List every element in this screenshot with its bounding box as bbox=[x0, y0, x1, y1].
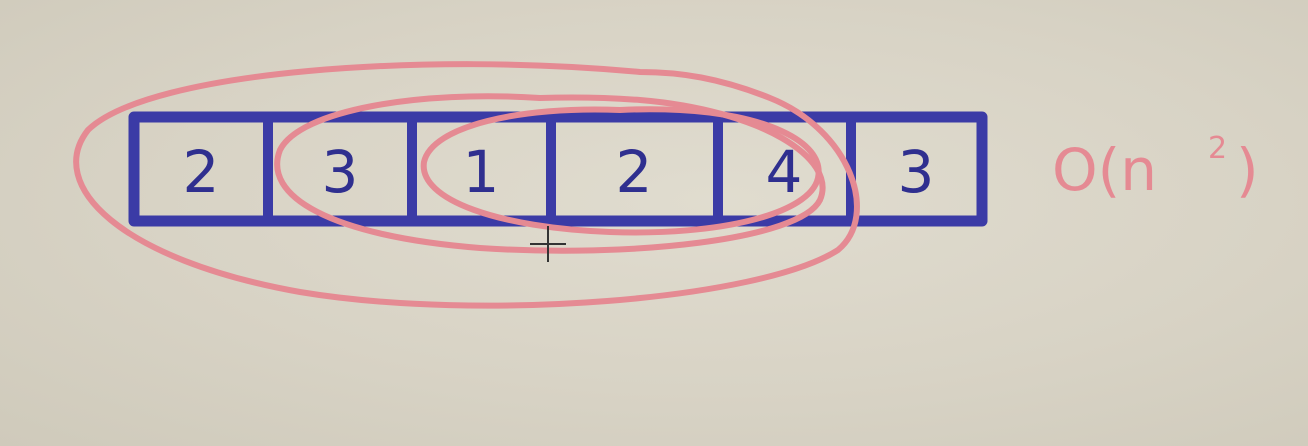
array-values: 2 3 1 2 4 3 bbox=[183, 138, 935, 206]
outer-subarray-loop bbox=[73, 61, 860, 309]
complexity-annotation: O(n 2 ) bbox=[1052, 131, 1259, 204]
cell-value: 1 bbox=[463, 138, 500, 206]
cell-value: 2 bbox=[183, 138, 220, 206]
array-outline bbox=[128, 111, 988, 227]
cell-value: 3 bbox=[322, 138, 359, 206]
complexity-close-paren: ) bbox=[1236, 136, 1259, 204]
array-boxes bbox=[128, 111, 988, 227]
complexity-exponent: 2 bbox=[1208, 131, 1227, 166]
crosshair-cursor-icon bbox=[530, 226, 566, 262]
cell-value: 2 bbox=[616, 138, 653, 206]
inner-subarray-loop bbox=[420, 106, 822, 236]
subarray-loops bbox=[73, 61, 860, 309]
cell-value: 3 bbox=[898, 138, 935, 206]
complexity-label: O(n bbox=[1052, 136, 1157, 204]
middle-subarray-loop bbox=[274, 93, 826, 254]
